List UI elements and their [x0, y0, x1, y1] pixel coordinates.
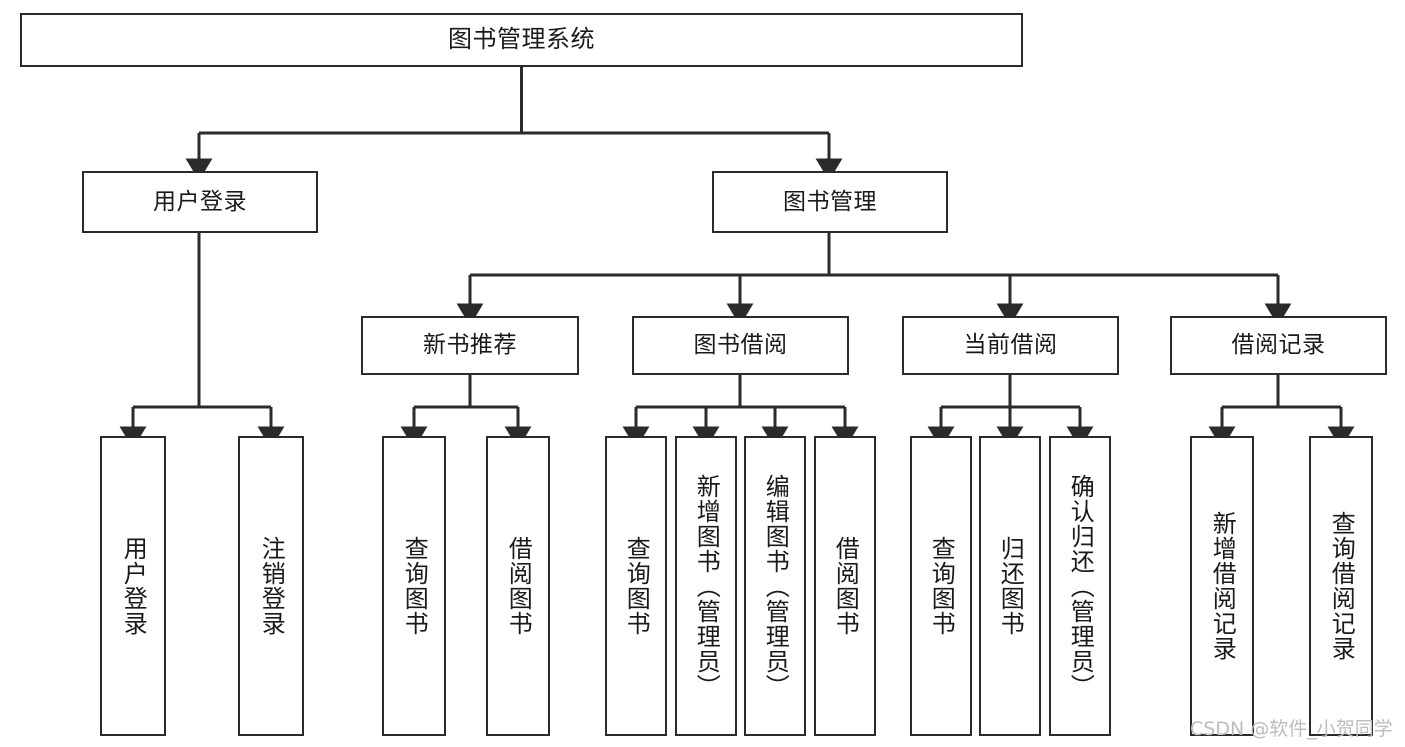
- node-leaf-query-book-3-label: 查询图书: [927, 536, 956, 636]
- node-book-manage-label: 图书管理: [783, 188, 877, 215]
- node-user-login-label: 用户登录: [153, 188, 247, 215]
- node-leaf-add-borrow-record[interactable]: 新增借阅记录: [1190, 436, 1254, 736]
- node-leaf-query-book-2-label: 查询图书: [622, 536, 651, 636]
- node-book-borrow[interactable]: 图书借阅: [632, 316, 849, 375]
- node-leaf-logout-login[interactable]: 注销登录: [238, 436, 304, 736]
- node-leaf-borrow-book-1[interactable]: 借阅图书: [486, 436, 550, 736]
- node-borrow-record-label: 借阅记录: [1231, 332, 1326, 359]
- node-root-label: 图书管理系统: [448, 25, 595, 54]
- node-book-borrow-label: 图书借阅: [693, 332, 788, 359]
- node-leaf-user-login[interactable]: 用户登录: [100, 436, 166, 736]
- node-new-book-recommend[interactable]: 新书推荐: [361, 316, 579, 375]
- node-leaf-query-book-2[interactable]: 查询图书: [605, 436, 667, 736]
- node-leaf-query-book-3[interactable]: 查询图书: [910, 436, 972, 736]
- node-leaf-query-book-1[interactable]: 查询图书: [382, 436, 446, 736]
- node-current-borrow[interactable]: 当前借阅: [902, 316, 1119, 375]
- node-leaf-edit-book-admin-label: 编辑图书（管理员）: [761, 473, 790, 699]
- node-leaf-user-login-label: 用户登录: [119, 536, 148, 636]
- node-leaf-borrow-book-2-label: 借阅图书: [831, 536, 860, 636]
- node-leaf-query-borrow-record-label: 查询借阅记录: [1327, 511, 1356, 661]
- node-leaf-query-book-1-label: 查询图书: [400, 536, 429, 636]
- node-leaf-confirm-return-admin[interactable]: 确认归还（管理员）: [1049, 436, 1111, 736]
- node-leaf-return-book-label: 归还图书: [996, 536, 1025, 636]
- node-root[interactable]: 图书管理系统: [20, 13, 1023, 67]
- node-leaf-edit-book-admin[interactable]: 编辑图书（管理员）: [744, 436, 806, 736]
- node-leaf-query-borrow-record[interactable]: 查询借阅记录: [1309, 436, 1373, 736]
- csdn-watermark: CSDN @软件_小贺同学: [1190, 718, 1393, 740]
- node-leaf-add-book-admin[interactable]: 新增图书（管理员）: [675, 436, 737, 736]
- node-leaf-confirm-return-admin-label: 确认归还（管理员）: [1066, 473, 1095, 699]
- node-leaf-logout-login-label: 注销登录: [257, 536, 286, 636]
- node-leaf-borrow-book-2[interactable]: 借阅图书: [814, 436, 876, 736]
- node-new-book-recommend-label: 新书推荐: [423, 332, 517, 359]
- node-current-borrow-label: 当前借阅: [963, 332, 1058, 359]
- node-leaf-add-book-admin-label: 新增图书（管理员）: [692, 473, 721, 699]
- node-leaf-return-book[interactable]: 归还图书: [979, 436, 1041, 736]
- node-user-login[interactable]: 用户登录: [82, 171, 318, 233]
- node-leaf-borrow-book-1-label: 借阅图书: [504, 536, 533, 636]
- node-leaf-add-borrow-record-label: 新增借阅记录: [1208, 511, 1237, 661]
- node-book-manage[interactable]: 图书管理: [712, 171, 948, 233]
- node-borrow-record[interactable]: 借阅记录: [1170, 316, 1387, 375]
